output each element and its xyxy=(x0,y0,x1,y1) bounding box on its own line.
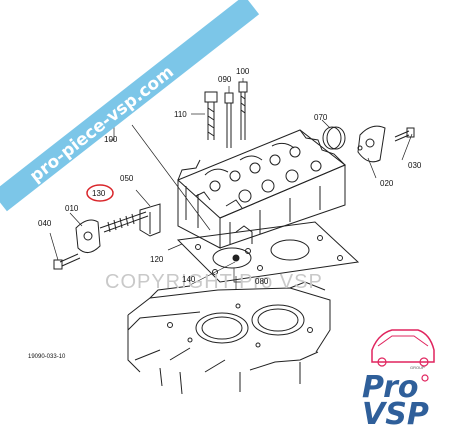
part-label-020: 020 xyxy=(380,179,394,188)
engine-block xyxy=(127,281,331,395)
part-label-010: 010 xyxy=(65,204,79,213)
car-icon xyxy=(371,329,435,363)
provsp-logo: GROUP Pro VSP xyxy=(362,329,435,432)
head-gasket xyxy=(176,221,360,283)
logo-pro-text: Pro xyxy=(362,370,418,405)
part-label-070: 070 xyxy=(314,113,328,122)
leader-lines xyxy=(49,78,413,290)
head-bolts xyxy=(204,81,248,148)
copyright-watermark: COPYRIGHT Pro VSP xyxy=(105,271,323,293)
part-label-100-top: 100 xyxy=(236,67,250,76)
part-label-090: 090 xyxy=(218,75,232,84)
part-label-040: 040 xyxy=(38,219,52,228)
banner-band xyxy=(0,0,260,212)
thermostat-parts xyxy=(322,125,415,163)
part-label-050: 050 xyxy=(120,174,134,183)
part-label-030: 030 xyxy=(408,161,422,170)
part-label-130: 130 xyxy=(92,189,106,198)
banner-text: pro-piece-vsp.com xyxy=(26,62,178,187)
logo-vsp-text: VSP xyxy=(362,397,429,432)
left-side-parts xyxy=(53,203,161,270)
cylinder-bores xyxy=(167,303,313,348)
part-label-140: 140 xyxy=(182,275,196,284)
highlight-ring xyxy=(86,184,114,202)
logo-group-text: GROUP xyxy=(410,365,425,370)
cylinder-head xyxy=(177,129,346,262)
drawing-code: 19090-033-10 xyxy=(28,354,66,360)
part-label-110: 110 xyxy=(174,110,187,119)
part-label-080: 080 xyxy=(255,277,269,286)
part-label-100-side: 100 xyxy=(104,135,118,144)
part-label-120: 120 xyxy=(150,255,164,264)
